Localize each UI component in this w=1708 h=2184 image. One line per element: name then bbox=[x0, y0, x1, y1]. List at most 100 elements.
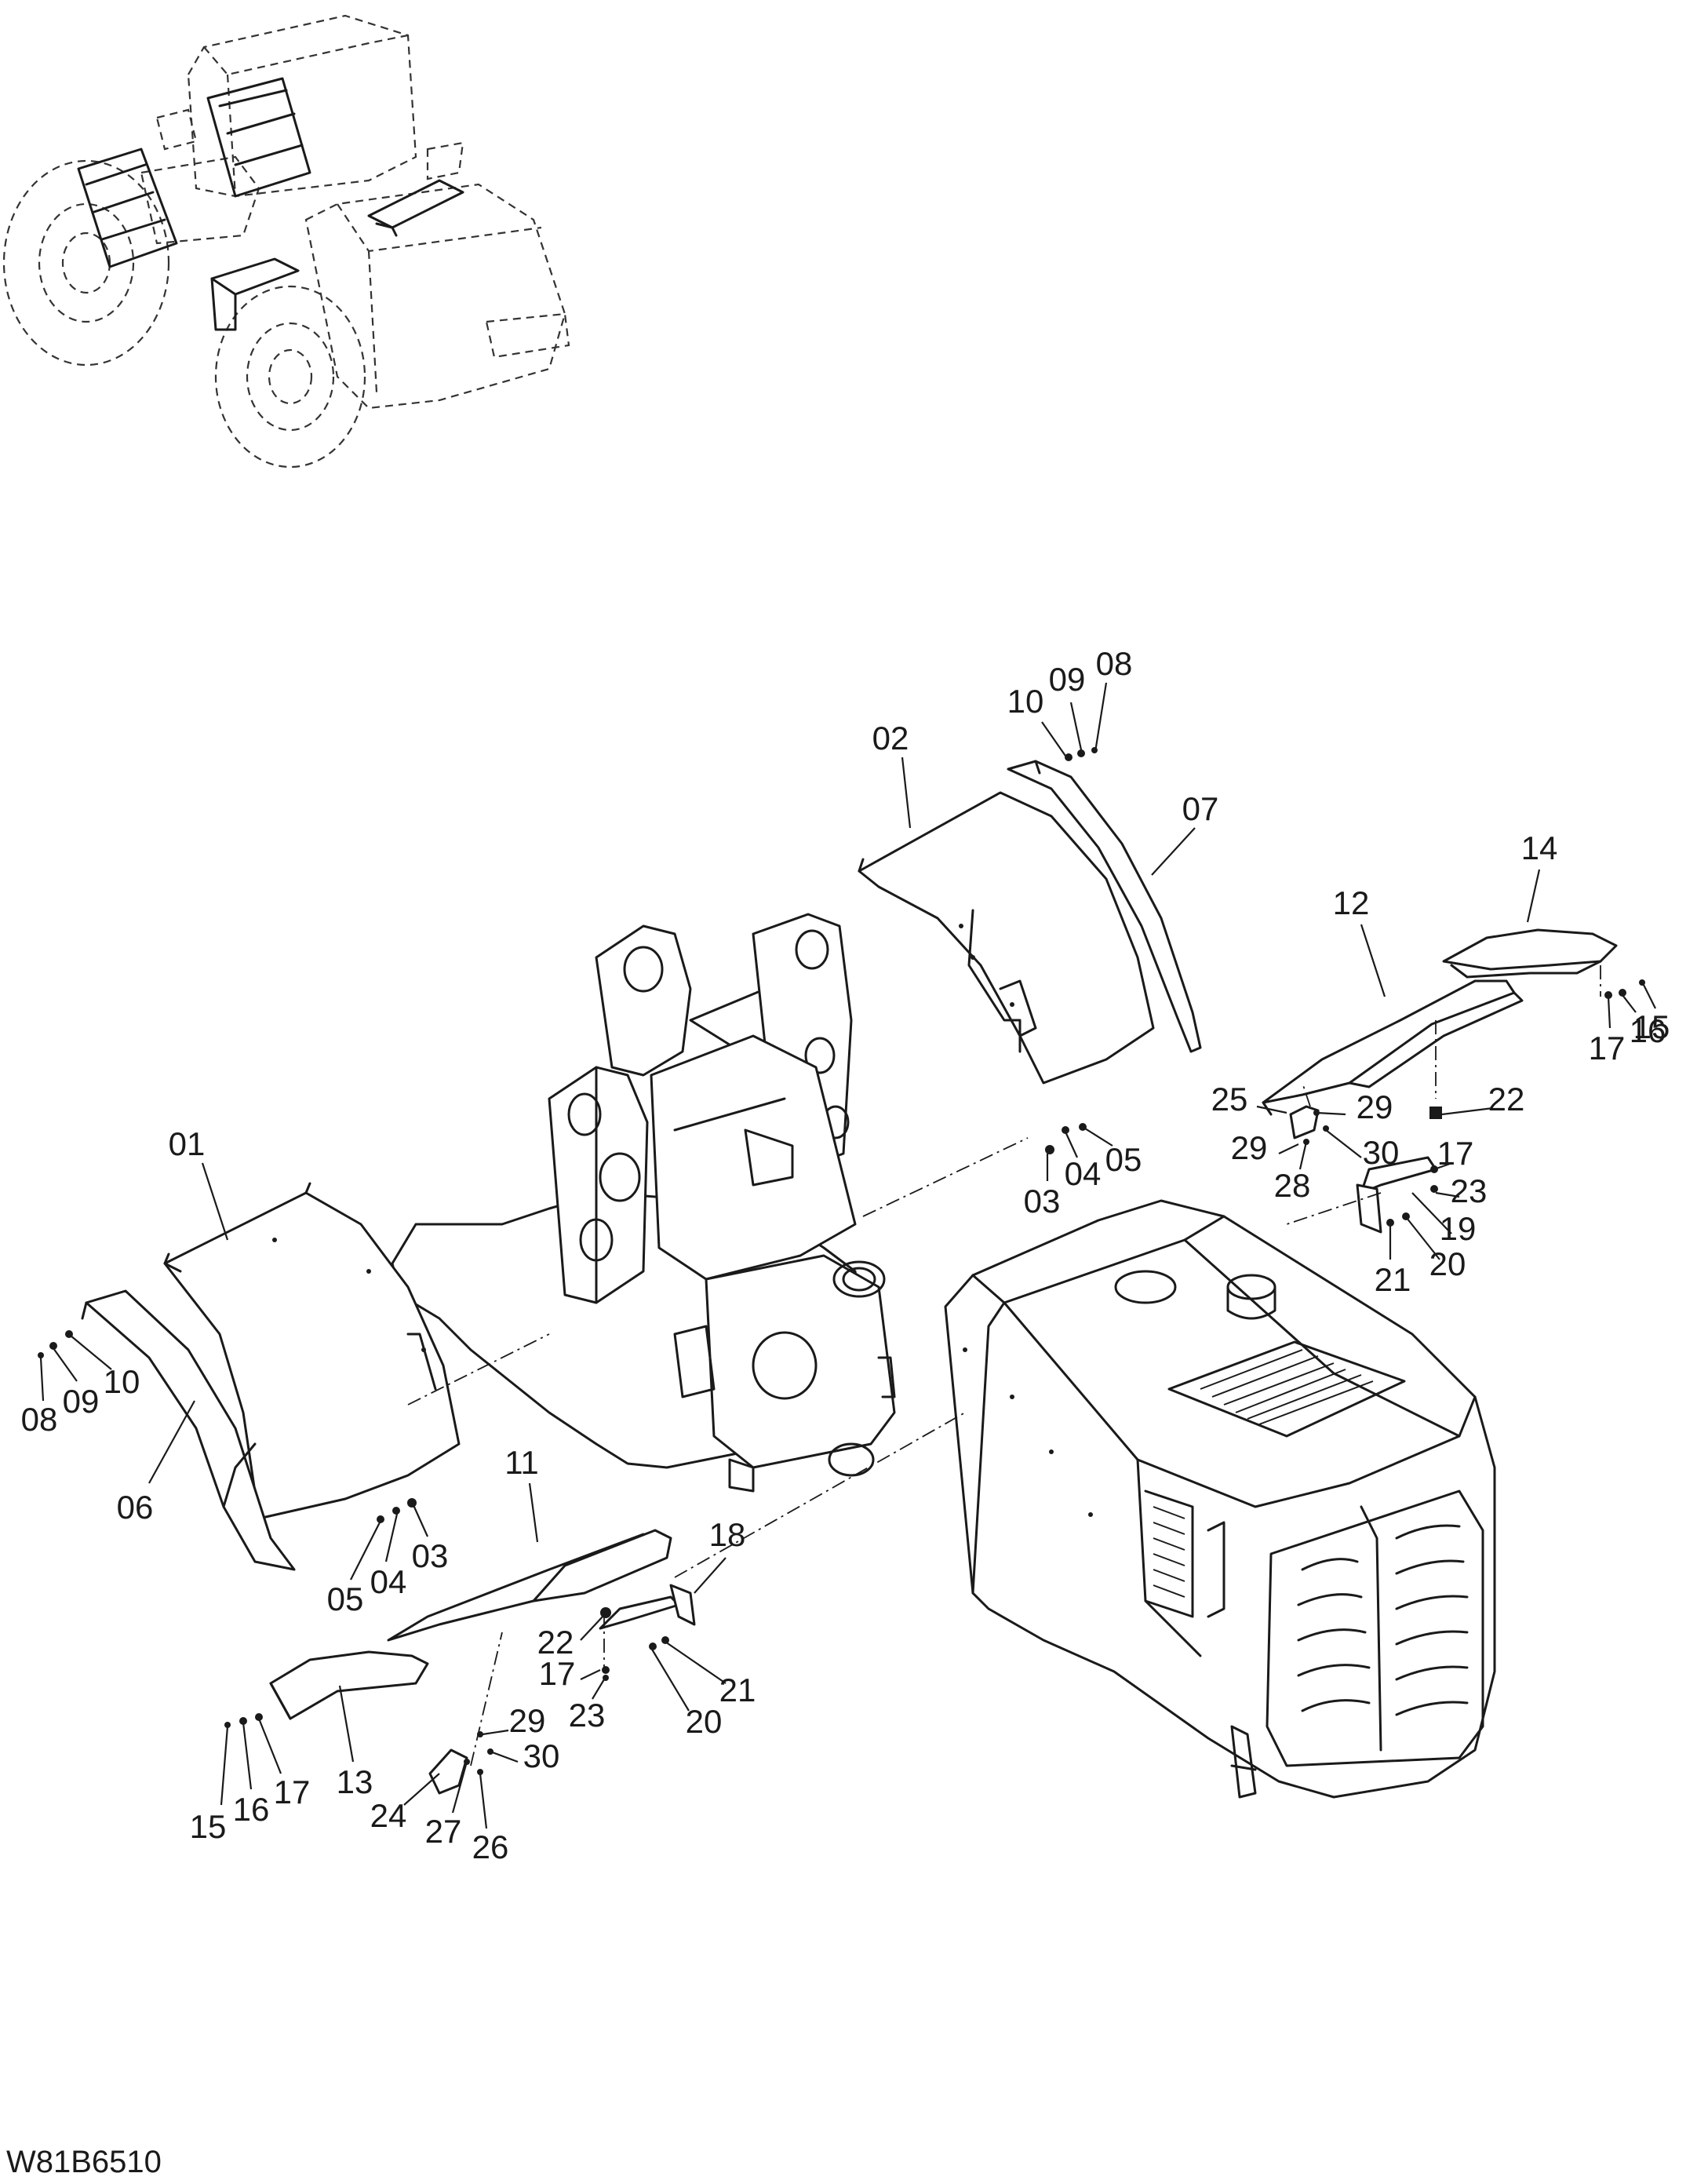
callout-c23b: 23 bbox=[569, 1675, 607, 1734]
callout-leader bbox=[479, 1773, 488, 1829]
callout-c22a: 22 bbox=[1441, 1081, 1525, 1118]
callout-c20a: 20 bbox=[1406, 1217, 1466, 1282]
part-02-fender bbox=[858, 791, 1155, 1085]
callout-number: 23 bbox=[1451, 1172, 1488, 1209]
callout-leader bbox=[694, 1557, 727, 1594]
callout-number: 10 bbox=[104, 1363, 140, 1400]
part-19-bracket bbox=[1356, 1156, 1437, 1234]
callout-leader bbox=[1278, 1143, 1299, 1154]
callout-leader bbox=[53, 1347, 78, 1382]
callout-leader bbox=[1441, 1107, 1494, 1116]
callout-leader bbox=[384, 1510, 399, 1562]
callout-number: 25 bbox=[1211, 1081, 1248, 1118]
callout-number: 13 bbox=[337, 1763, 373, 1800]
callout-c13: 13 bbox=[337, 1685, 373, 1800]
callout-leader bbox=[242, 1722, 253, 1790]
part-18-bracket bbox=[599, 1584, 696, 1630]
callout-c05b: 05 bbox=[327, 1520, 381, 1617]
callout-leader bbox=[1406, 1217, 1440, 1260]
callout-leader bbox=[1069, 702, 1083, 754]
callout-c14: 14 bbox=[1521, 829, 1558, 923]
callout-number: 09 bbox=[1049, 661, 1086, 698]
callout-leader bbox=[39, 1357, 45, 1402]
callout-number: 03 bbox=[1024, 1183, 1061, 1220]
callout-number: 29 bbox=[1357, 1088, 1393, 1125]
callout-leader bbox=[1298, 1141, 1308, 1170]
callout-number: 09 bbox=[63, 1383, 100, 1420]
callout-leader bbox=[662, 1639, 727, 1684]
callout-c15a: 15 bbox=[1633, 984, 1670, 1045]
callout-c11: 11 bbox=[504, 1444, 539, 1543]
callout-c16b: 16 bbox=[233, 1722, 270, 1828]
callout-number: 30 bbox=[523, 1737, 560, 1774]
callout-number: 16 bbox=[233, 1791, 270, 1828]
callout-leader bbox=[451, 1761, 468, 1814]
callout-number: 19 bbox=[1440, 1210, 1477, 1247]
machine-overview-inset bbox=[2, 14, 570, 469]
callout-c09b: 09 bbox=[53, 1347, 100, 1420]
callout-c25: 25 bbox=[1211, 1081, 1287, 1118]
callout-number: 05 bbox=[327, 1581, 364, 1617]
callout-number: 14 bbox=[1521, 829, 1558, 866]
part-11-step bbox=[387, 1529, 672, 1642]
callout-c29b: 29 bbox=[1231, 1129, 1299, 1166]
callout-c21b: 21 bbox=[662, 1639, 756, 1708]
callout-number: 20 bbox=[1429, 1245, 1466, 1282]
callout-number: 22 bbox=[537, 1624, 574, 1661]
callout-leader bbox=[580, 1669, 601, 1680]
callout-c09a: 09 bbox=[1049, 661, 1086, 754]
callout-leader bbox=[257, 1718, 282, 1774]
callout-leader bbox=[1607, 996, 1611, 1029]
callout-c27: 27 bbox=[425, 1761, 468, 1850]
callout-leader bbox=[1084, 1128, 1113, 1147]
callout-number: 22 bbox=[1488, 1081, 1525, 1118]
callout-c19: 19 bbox=[1411, 1192, 1477, 1247]
callout-number: 29 bbox=[509, 1702, 546, 1739]
callout-c08b: 08 bbox=[21, 1357, 58, 1438]
part-25-plate bbox=[1289, 1105, 1320, 1139]
callout-number: 17 bbox=[539, 1655, 576, 1692]
part-06-flap bbox=[81, 1289, 296, 1571]
callout-c17c: 17 bbox=[1433, 1135, 1474, 1172]
callout-c06: 06 bbox=[117, 1400, 195, 1526]
callout-number: 08 bbox=[21, 1401, 58, 1438]
callout-leader bbox=[1360, 924, 1386, 997]
drawing-code: W81B6510 bbox=[6, 2145, 162, 2179]
callout-leader bbox=[592, 1675, 607, 1700]
part-07-edge-strip bbox=[1007, 760, 1202, 1053]
callout-leader bbox=[901, 757, 912, 829]
callout-number: 24 bbox=[370, 1797, 407, 1834]
callout-c08a: 08 bbox=[1094, 645, 1132, 753]
callout-leader bbox=[482, 1729, 509, 1736]
callout-c16a: 16 bbox=[1622, 994, 1666, 1049]
callout-c03a: 03 bbox=[1024, 1154, 1061, 1220]
callout-c02: 02 bbox=[872, 720, 912, 829]
callout-leader bbox=[1256, 1105, 1287, 1114]
callout-number: 10 bbox=[1007, 683, 1044, 720]
callout-number: 18 bbox=[709, 1516, 746, 1553]
callout-leader bbox=[580, 1614, 605, 1641]
callout-leader bbox=[1643, 984, 1656, 1009]
part-14-cover bbox=[1442, 928, 1618, 979]
callout-leader bbox=[403, 1773, 440, 1806]
callout-number: 23 bbox=[569, 1697, 606, 1734]
callout-leader bbox=[1063, 1129, 1079, 1158]
callout-number: 02 bbox=[872, 720, 909, 757]
callout-number: 30 bbox=[1363, 1134, 1400, 1171]
loader-front-frame bbox=[391, 913, 896, 1493]
engine-hood bbox=[944, 1199, 1496, 1799]
callout-number: 17 bbox=[1437, 1135, 1474, 1172]
callout-number: 04 bbox=[1065, 1155, 1102, 1192]
callout-c04a: 04 bbox=[1063, 1129, 1102, 1192]
callout-number: 20 bbox=[686, 1703, 723, 1740]
callout-leader bbox=[528, 1482, 539, 1543]
callout-number: 21 bbox=[1375, 1261, 1411, 1298]
callout-leader bbox=[220, 1726, 229, 1806]
callout-c01: 01 bbox=[169, 1125, 229, 1241]
callout-number: 15 bbox=[1633, 1008, 1670, 1045]
callout-leader bbox=[490, 1750, 519, 1763]
callout-number: 16 bbox=[1630, 1012, 1666, 1049]
callout-leader bbox=[1316, 1111, 1346, 1116]
callout-number: 15 bbox=[190, 1808, 227, 1845]
